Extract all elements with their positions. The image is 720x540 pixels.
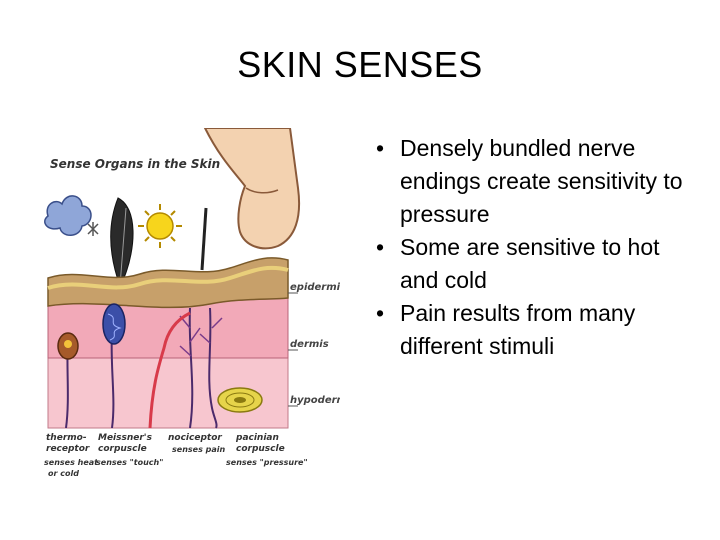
thermoreceptor-caption-1: senses heat: [44, 458, 99, 467]
bullet-glyph: •: [376, 135, 385, 161]
thermoreceptor-name-1: thermo-: [46, 433, 87, 443]
snowflake-icon: [87, 222, 99, 236]
sun-icon: [138, 204, 182, 248]
slide-title: SKIN SENSES: [237, 44, 483, 85]
finger-crease: [245, 187, 279, 194]
feather-shaft: [119, 207, 127, 287]
nociceptor-caption-1: senses pain: [172, 445, 225, 454]
bullet-text: Densely bundled nerve endings create sen…: [400, 135, 683, 227]
finger-icon: [203, 128, 301, 250]
pacinian-corpuscle-icon: [217, 387, 263, 413]
skin-senses-illustration: Sense Organs in the Skin: [40, 128, 340, 493]
bullet-item: • Densely bundled nerve endings create s…: [372, 132, 692, 231]
blood-vessel: [148, 311, 191, 429]
label-dermis: dermis: [290, 339, 329, 350]
skin-diagram: Sense Organs in the Skin: [44, 128, 340, 478]
bullet-list: • Densely bundled nerve endings create s…: [372, 132, 692, 363]
thermoreceptor-name-2: receptor: [46, 444, 90, 454]
pacinian-name-2: corpuscle: [236, 444, 285, 454]
cold-cloud-icon: [44, 195, 92, 236]
meissners-corpuscle-icon: [102, 303, 126, 345]
nociceptor-name-1: nociceptor: [168, 433, 222, 443]
pacinian-caption-1: senses "pressure": [226, 458, 308, 467]
feather-icon: [110, 197, 134, 288]
bullet-item: • Some are sensitive to hot and cold: [372, 231, 692, 297]
meissner-name-2: corpuscle: [98, 444, 147, 454]
meissner-name-1: Meissner's: [98, 433, 153, 443]
pacinian-name-1: pacinian: [235, 433, 279, 443]
label-hypodermis: hypodermis: [290, 395, 340, 406]
receptor-captions: thermo- receptor senses heat or cold Mei…: [44, 433, 308, 478]
bullet-text: Pain results from many different stimuli: [400, 300, 636, 359]
bullet-glyph: •: [376, 300, 385, 326]
epidermis-layer: [47, 257, 289, 309]
figure-heading: Sense Organs in the Skin: [50, 157, 220, 171]
epidermis-stripe: [47, 265, 289, 290]
meissner-caption-1: senses "touch": [96, 458, 163, 467]
layer-labels: epidermis dermis hypodermis: [288, 282, 340, 407]
bullet-glyph: •: [376, 234, 385, 260]
needle-icon: [200, 207, 208, 271]
thermoreceptor-caption-2: or cold: [48, 469, 79, 478]
bullet-text: Some are sensitive to hot and cold: [400, 234, 660, 293]
thermoreceptor-icon: [57, 332, 79, 360]
label-epidermis: epidermis: [290, 282, 340, 293]
bullet-item: • Pain results from many different stimu…: [372, 297, 692, 363]
